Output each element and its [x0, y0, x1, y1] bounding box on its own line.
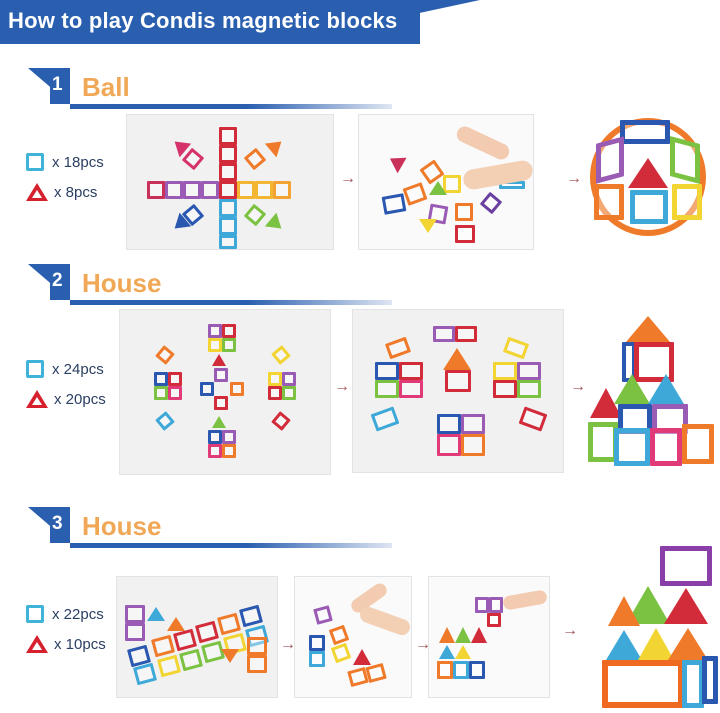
- step-arrow-icon: →: [570, 378, 586, 395]
- square-count: x 22pcs: [52, 605, 104, 623]
- step-3-flat-layout-image: [116, 576, 278, 698]
- section-title: House: [82, 511, 162, 541]
- square-count: x 24pcs: [52, 360, 104, 378]
- step-1-assembling-image: [358, 114, 535, 250]
- step-2-raised-layout-image: [352, 309, 564, 473]
- hand: [357, 604, 413, 638]
- section-underline: [70, 543, 392, 548]
- step-arrow-icon: →: [334, 378, 350, 395]
- square-piece-icon: [26, 605, 44, 623]
- page-title: How to play Condis magnetic blocks: [8, 8, 398, 33]
- square-piece-icon: [26, 360, 44, 378]
- section-underline: [70, 300, 392, 305]
- triangle-piece-icon: [26, 183, 48, 201]
- step-arrow-icon: →: [340, 170, 356, 187]
- step-arrow-icon: →: [562, 622, 578, 639]
- section-2-header: 2 House: [0, 264, 400, 306]
- section-number: 1: [52, 74, 63, 95]
- section-1-parts-legend: x 18pcs x 8pcs: [26, 147, 104, 207]
- step-3-stacking-image: [428, 576, 550, 698]
- section-number-box: [50, 264, 70, 300]
- banner-tail-decoration: [410, 0, 480, 15]
- square-piece-icon: [26, 153, 44, 171]
- section-number: 3: [52, 513, 63, 534]
- hand: [454, 123, 512, 163]
- section-1-header: 1 Ball: [0, 68, 400, 110]
- hand: [502, 589, 548, 611]
- step-3-folding-image: [294, 576, 413, 698]
- triangle-count: x 20pcs: [54, 390, 106, 408]
- triangle-piece-icon: [26, 635, 48, 653]
- triangle-count: x 8pcs: [54, 183, 98, 201]
- finished-house-image: [598, 544, 720, 712]
- section-number-box: [50, 68, 70, 104]
- section-number-box: [50, 507, 70, 543]
- square-count: x 18pcs: [52, 153, 104, 171]
- triangle-count: x 10pcs: [54, 635, 106, 653]
- step-arrow-icon: →: [280, 636, 296, 653]
- step-1-flat-layout-image: [126, 114, 334, 250]
- section-underline: [70, 104, 392, 109]
- finished-ball-image: [586, 114, 710, 244]
- step-arrow-icon: →: [415, 636, 431, 653]
- title-banner: How to play Condis magnetic blocks: [0, 0, 420, 44]
- triangle-piece-icon: [26, 390, 48, 408]
- section-number: 2: [52, 270, 63, 291]
- section-title: House: [82, 268, 162, 298]
- step-arrow-icon: →: [566, 170, 582, 187]
- section-title: Ball: [82, 72, 130, 102]
- section-2-parts-legend: x 24pcs x 20pcs: [26, 354, 106, 414]
- section-3-parts-legend: x 22pcs x 10pcs: [26, 599, 106, 659]
- step-2-flat-layout-image: [119, 309, 331, 475]
- section-3-header: 3 House: [0, 507, 400, 549]
- finished-tower-house-image: [584, 312, 716, 470]
